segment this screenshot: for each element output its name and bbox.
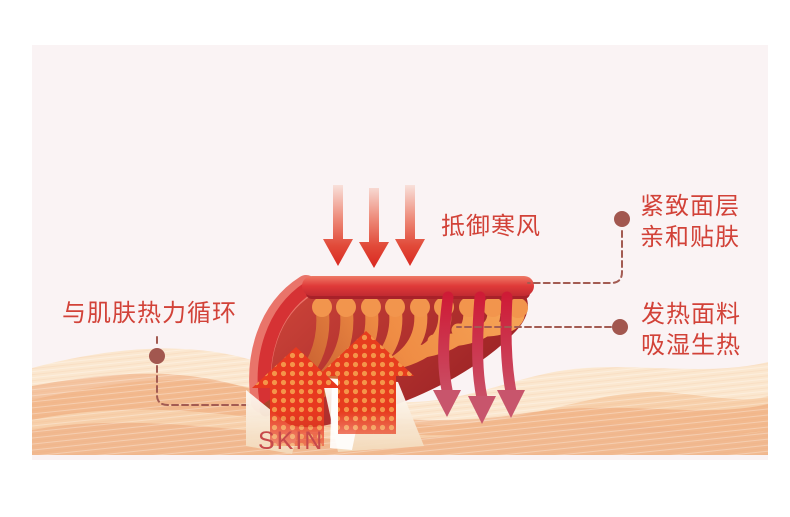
circulation-marker-dot [149,348,165,364]
skin-waves [32,348,768,455]
surface-layer-line2: 亲和贴肤 [640,224,740,251]
surface-layer-line1: 紧致面层 [640,193,740,220]
heat-up-arrows-icon [252,331,414,446]
circulation-connector [156,336,274,406]
surface-layer-marker-dot [614,211,630,227]
circulation-label: 与肌肤热力循环 [62,300,237,327]
heat-fabric-line1: 发热面料 [641,301,741,328]
wind-down-arrows-icon [323,185,425,268]
surface-layer-label: 紧致面层 亲和贴肤 [640,191,740,253]
heat-up-arrow-front [252,347,340,446]
heat-fabric-line2: 吸湿生热 [641,332,741,359]
heat-fabric-label: 发热面料 吸湿生热 [641,299,741,361]
surface-bar [302,276,534,296]
moisture-ribbon-arrows-icon [433,291,525,424]
heat-fabric-marker-dot [612,319,628,335]
yarn-loop-heads [312,297,528,318]
wind-label: 抵御寒风 [441,213,541,240]
heat-up-arrow-back [318,331,414,434]
surface-layer-connector [527,230,623,284]
skin-label: SKIN [258,427,325,455]
